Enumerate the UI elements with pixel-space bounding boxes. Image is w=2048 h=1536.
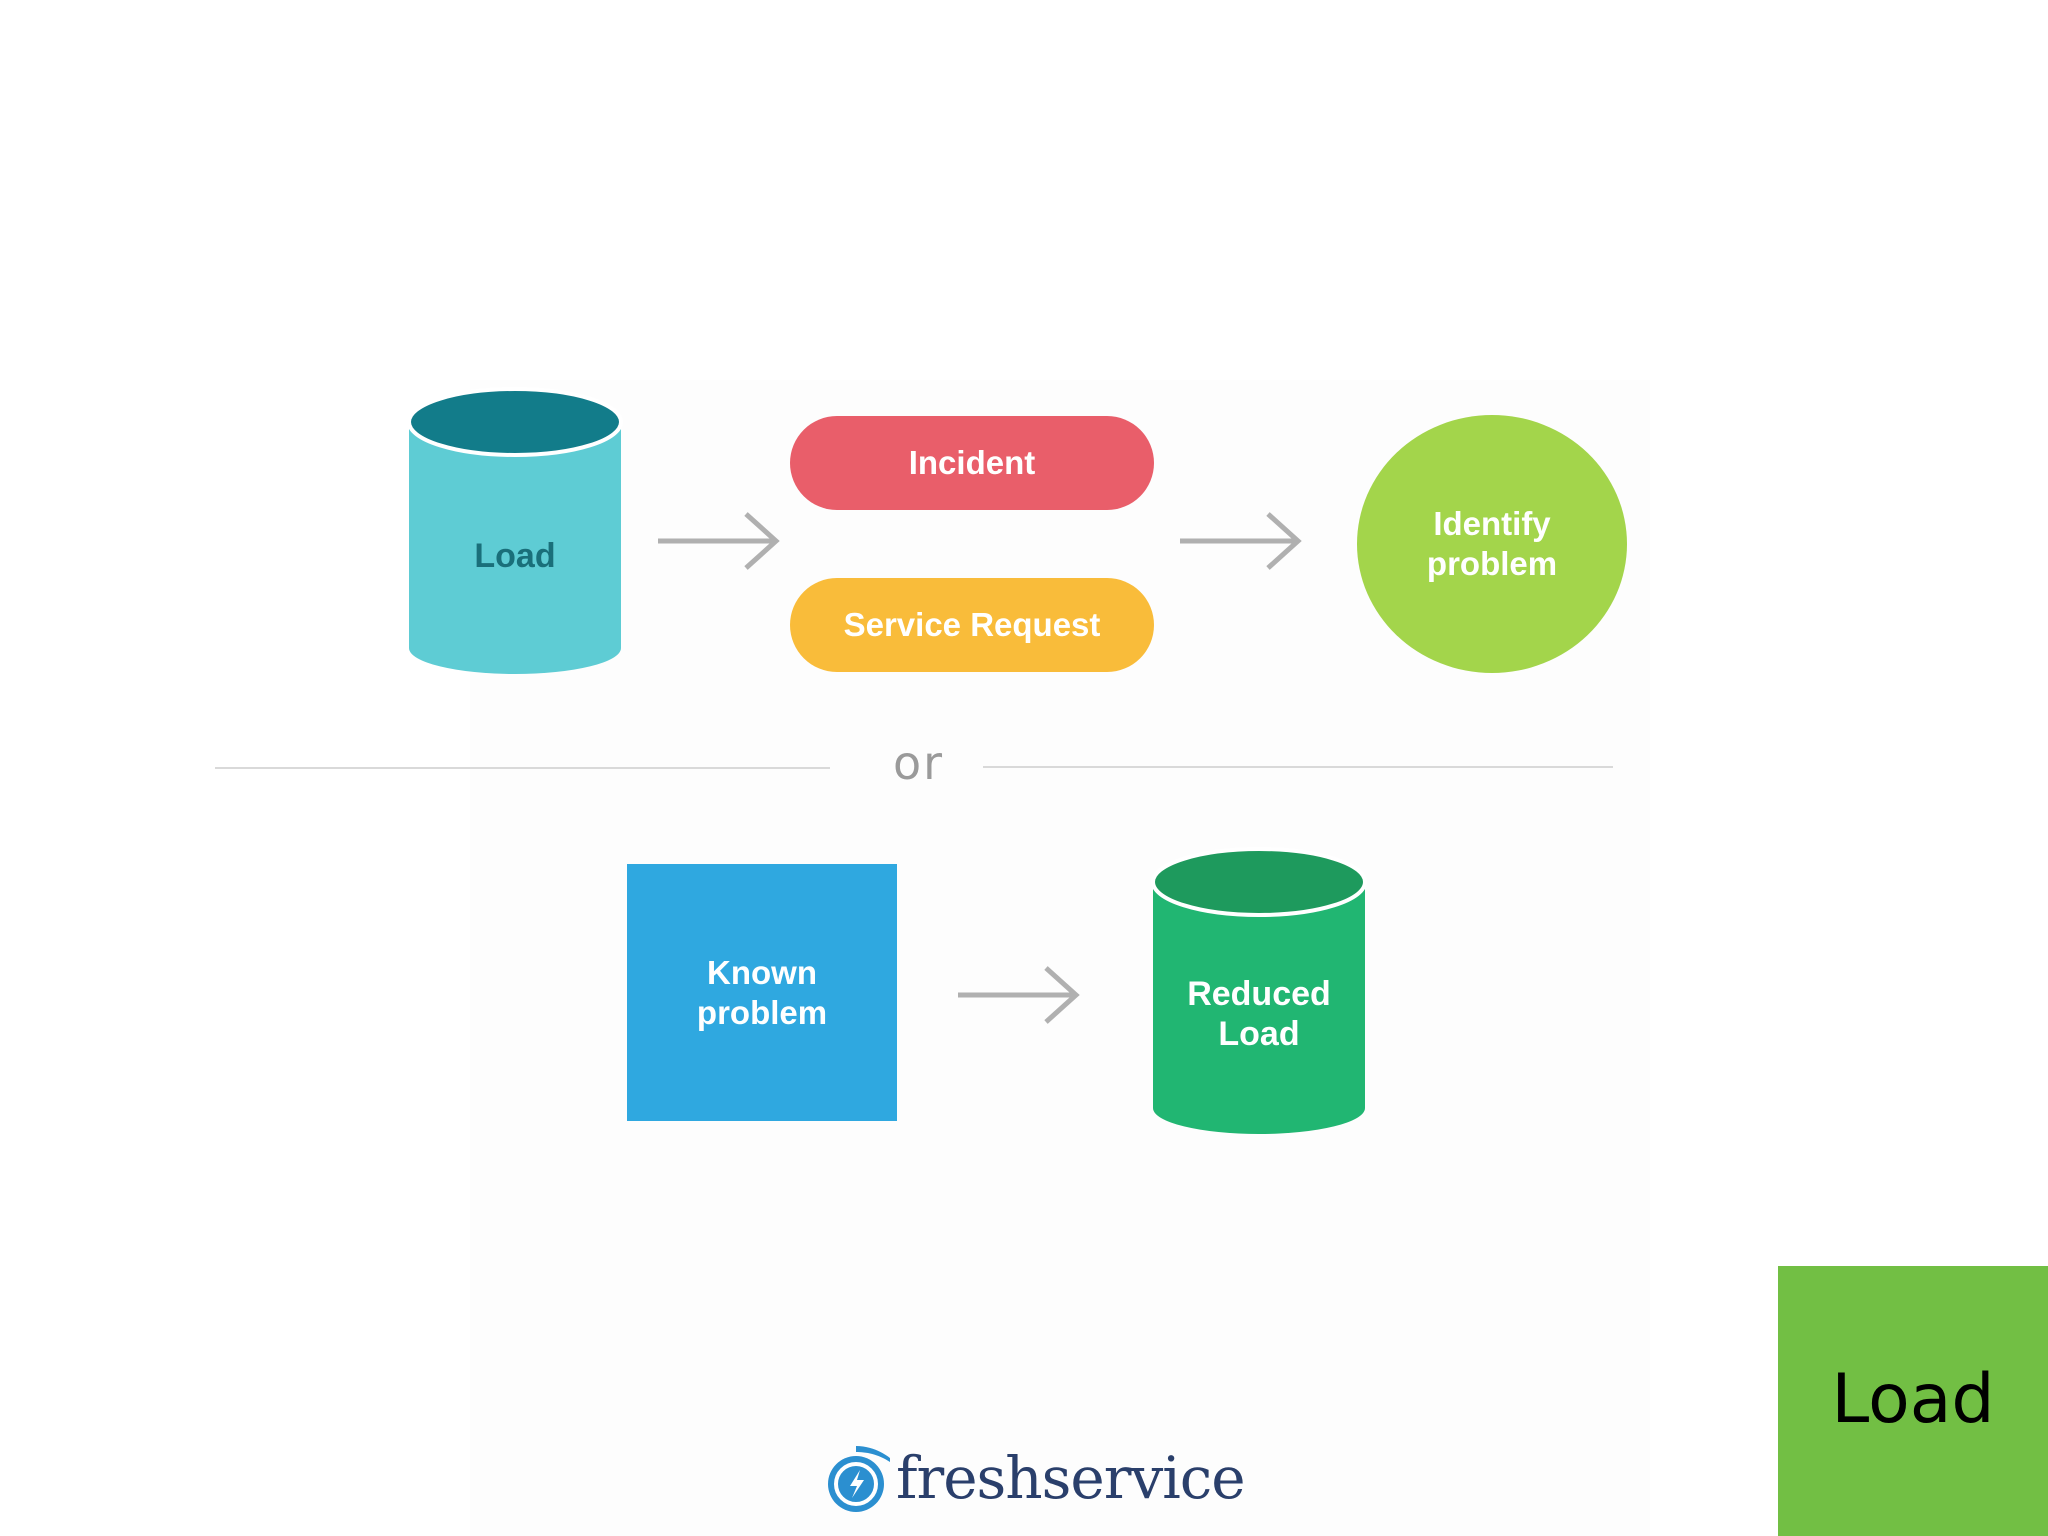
freshservice-logo-text: freshservice	[896, 1444, 1246, 1512]
freshservice-logo-icon	[828, 1446, 890, 1512]
reduced-load-label: Reduced Load	[1187, 975, 1331, 1053]
right-arrow-icon	[658, 512, 780, 570]
identify-problem-circle: Identify problem	[1357, 415, 1627, 673]
incident-pill: Incident	[790, 416, 1154, 510]
corner-label-text: Load	[1831, 1360, 1995, 1439]
corner-label-box: Load	[1778, 1266, 2048, 1536]
divider-line-left	[215, 767, 830, 769]
right-arrow-icon	[1180, 512, 1302, 570]
divider-or-text: or	[893, 736, 945, 790]
load-cylinder-shape	[407, 387, 623, 674]
reduced-load-cylinder-shape	[1151, 847, 1367, 1134]
service-request-pill: Service Request	[790, 578, 1154, 672]
right-arrow-icon	[958, 966, 1080, 1024]
divider-line-right	[983, 766, 1613, 768]
known-problem-box: Known problem	[627, 864, 897, 1121]
freshservice-logo: freshservice	[818, 1438, 1246, 1518]
load-label: Load	[474, 537, 556, 575]
